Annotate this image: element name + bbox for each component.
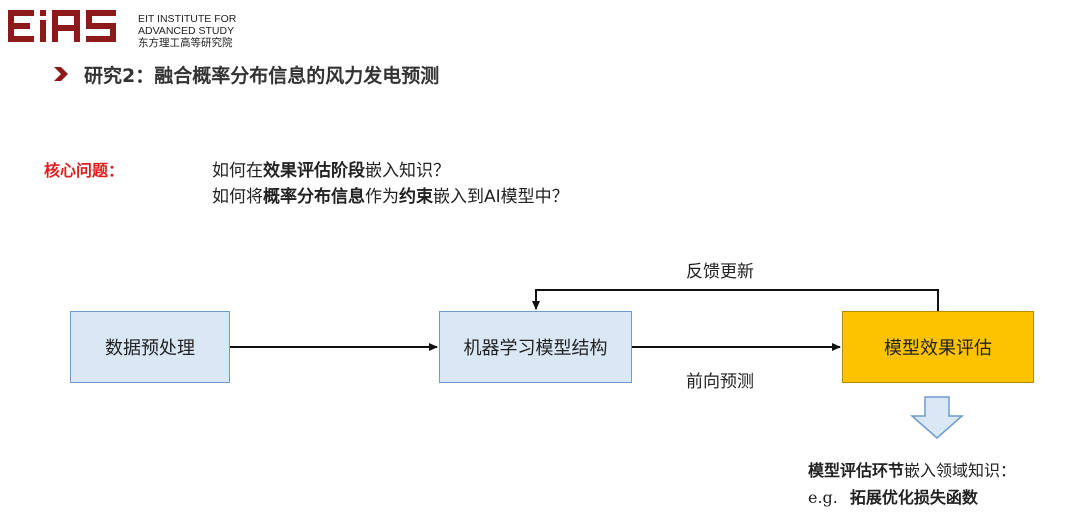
core-question-1: 如何在效果评估阶段嵌入知识？ xyxy=(212,156,450,181)
node-label: 机器学习模型结构 xyxy=(463,338,608,359)
note-bold-2: 拓展优化损失函数 xyxy=(849,488,978,507)
q1-part-2: 嵌入知识？ xyxy=(365,161,450,181)
q1-part-1: 如何在 xyxy=(212,161,263,181)
node-label: 数据预处理 xyxy=(105,338,195,359)
logo-line-2: ADVANCED STUDY xyxy=(138,25,235,37)
logo-text: EIT INSTITUTE FOR ADVANCED STUDY 东方理工高等研… xyxy=(138,13,236,49)
note-line-1: 模型评估环节嵌入领域知识： xyxy=(808,457,1016,481)
note-line-2: e.g. 拓展优化损失函数 xyxy=(808,484,978,508)
node-data-preprocessing: 数据预处理 xyxy=(70,311,230,383)
core-question-2: 如何将概率分布信息作为约束嵌入到AI模型中？ xyxy=(212,182,569,207)
title-row: 研究2：融合概率分布信息的风力发电预测 xyxy=(52,60,439,88)
eias-logo-mark xyxy=(8,10,116,42)
q2-part-1: 如何将 xyxy=(212,187,263,207)
down-arrow-icon xyxy=(910,396,964,439)
q2-part-3: 嵌入到AI模型中？ xyxy=(433,187,569,207)
note-eg-prefix: e.g. xyxy=(808,488,838,507)
logo-line-3: 东方理工高等研究院 xyxy=(138,37,233,49)
core-question-label: 核心问题： xyxy=(44,161,125,180)
note-bold-1: 模型评估环节 xyxy=(808,461,905,480)
note-rest-1: 嵌入领域知识： xyxy=(904,461,1017,480)
eias-logo: EIT INSTITUTE FOR ADVANCED STUDY 东方理工高等研… xyxy=(8,6,238,50)
q2-bold-1: 概率分布信息 xyxy=(263,187,365,207)
chevron-right-icon xyxy=(54,67,68,81)
q1-bold-1: 效果评估阶段 xyxy=(263,161,365,181)
node-label: 模型效果评估 xyxy=(884,338,992,359)
logo-line-1: EIT INSTITUTE FOR xyxy=(138,13,237,25)
q2-part-2: 作为 xyxy=(365,187,399,207)
node-model-evaluation: 模型效果评估 xyxy=(842,311,1034,383)
edge-label-feedback: 反馈更新 xyxy=(686,262,754,282)
q2-bold-2: 约束 xyxy=(399,187,433,207)
page-title: 研究2：融合概率分布信息的风力发电预测 xyxy=(84,64,440,87)
edge-evaluate-to-model-feedback xyxy=(532,289,939,311)
node-ml-model-structure: 机器学习模型结构 xyxy=(439,311,632,383)
edge-label-forward: 前向预测 xyxy=(686,372,754,392)
